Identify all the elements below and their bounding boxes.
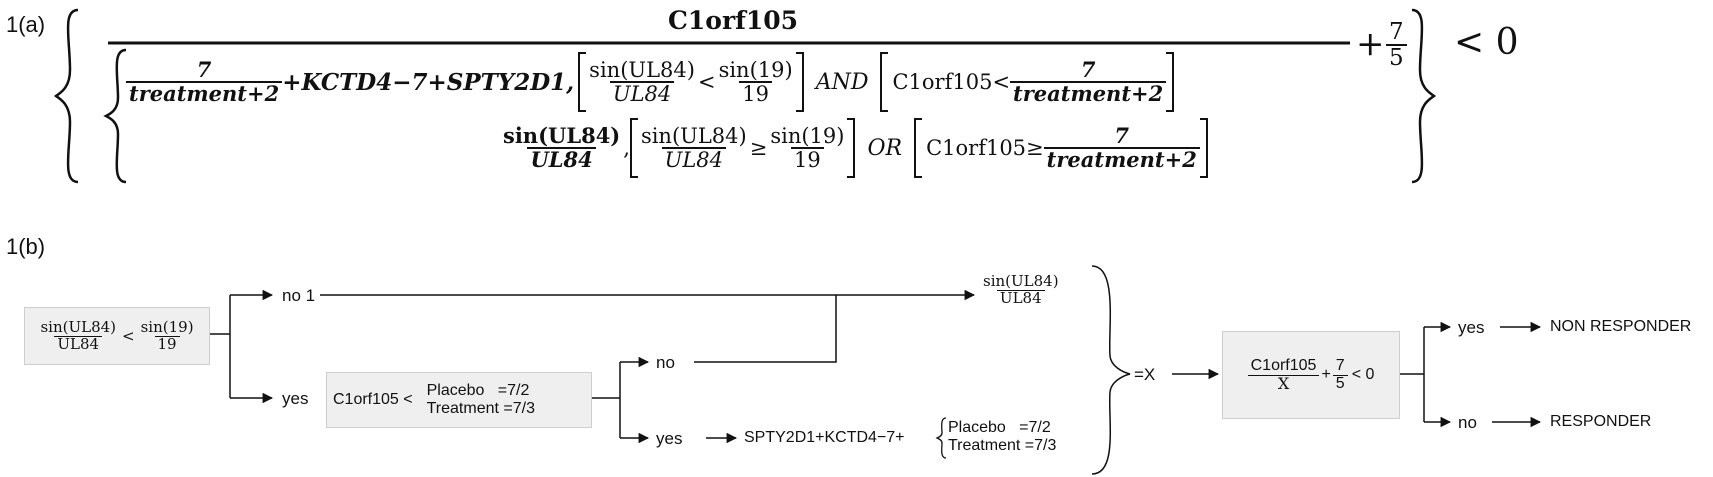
case1-frac-den: treatment+2: [126, 81, 283, 105]
case1-cond-right: sin(19) 19: [716, 59, 796, 105]
result-right-brace: [1091, 265, 1131, 475]
start-left-num: sin(UL84): [40, 317, 117, 336]
case2-val-num: sin(UL84): [503, 122, 621, 148]
final-ineq: < 0: [1351, 366, 1375, 383]
case2-bracket-close: [847, 118, 856, 178]
case1-cond-left-den: UL84: [609, 81, 675, 105]
c1orf-box-placebo: Placebo =7/2: [426, 382, 530, 400]
case-row-1: 7 treatment+2 +KCTD4−7+SPTY2D1, sin(UL84…: [126, 52, 1175, 112]
case2-comma: ,: [623, 136, 630, 160]
case2-cond-op: ≥: [749, 136, 768, 160]
case2-cond-left-den: UL84: [661, 147, 727, 171]
sum-expression: SPTY2D1+KCTD4−7+: [744, 429, 905, 446]
panel-b-label: 1(b): [6, 234, 46, 259]
start-left-fraction: sin(UL84) UL84: [37, 317, 119, 353]
case2-bracket2-open: [914, 118, 923, 178]
case2-cond-right: sin(19) 19: [767, 125, 847, 171]
fraction-7-5-den: 5: [1386, 44, 1407, 70]
label-yes-final: yes: [1458, 318, 1485, 337]
case1-c1orf-var: C1orf105<: [892, 70, 1011, 94]
case1-cond-left-num: sin(UL84): [589, 57, 695, 82]
final-num: C1orf105: [1250, 356, 1317, 374]
label-yes-2: yes: [656, 429, 683, 448]
c1orf105-condition-box: C1orf105 < Placebo =7/2 Treatment =7/3: [326, 372, 592, 428]
case2-c1orf-var: C1orf105≥: [926, 136, 1044, 160]
case1-frac-num: 7: [196, 56, 212, 82]
label-yes-1: yes: [282, 389, 309, 408]
result-fraction: sin(UL84) UL84: [980, 272, 1062, 307]
c1orf-box-var: C1orf105 <: [333, 391, 413, 408]
start-right-num: sin(19): [140, 317, 194, 336]
final-condition-box: C1orf105 X + 7 5 < 0: [1222, 331, 1400, 419]
label-no-final: no: [1458, 413, 1477, 432]
result-frac-num: sin(UL84): [983, 272, 1059, 290]
outer-left-brace: [53, 8, 79, 184]
case2-c1orf-fraction: 7 treatment+2: [1043, 122, 1200, 171]
case2-cond-left: sin(UL84) UL84: [638, 125, 750, 171]
sum-brace: [935, 417, 947, 459]
case1-cond-op: <: [697, 70, 716, 94]
final-den: X: [1247, 374, 1320, 393]
outer-right-brace: [1411, 8, 1437, 184]
case-row-2: sin(UL84) UL84 , sin(UL84) UL84 ≥ sin(19…: [500, 118, 1208, 178]
case1-bracket2-close: [1166, 52, 1175, 112]
final-f-num: 7: [1335, 356, 1345, 374]
label-no-2: no: [656, 353, 675, 372]
case1-bracket-close: [795, 52, 804, 112]
cases-left-brace: [103, 48, 127, 184]
sum-cases: Placebo =7/2 Treatment =7/3: [948, 419, 1056, 454]
case1-cond-right-num: sin(19): [718, 57, 793, 82]
case1-cond-left: sin(UL84) UL84: [586, 59, 698, 105]
final-7-5-fraction: 7 5: [1332, 356, 1348, 393]
case2-cond-right-num: sin(19): [770, 123, 845, 148]
case2-cond-left-num: sin(UL84): [640, 123, 747, 148]
case1-bracket2-open: [880, 52, 889, 112]
case2-bracket2-close: [1199, 118, 1208, 178]
case2-value-fraction: sin(UL84) UL84: [500, 122, 623, 171]
sum-treatment: Treatment =7/3: [948, 436, 1057, 454]
panel-a-label: 1(a): [6, 12, 46, 37]
case1-cond-right-den: 19: [739, 81, 772, 105]
case2-cond-right-den: 19: [791, 147, 824, 171]
fraction-7-5: 7 5: [1386, 20, 1407, 70]
c1orf-box-treatment: Treatment =7/3: [426, 400, 535, 417]
label-no-1: no 1: [282, 286, 316, 305]
case2-val-den: UL84: [527, 147, 596, 171]
case2-c1orf-num: 7: [1114, 122, 1130, 148]
start-left-den: UL84: [54, 335, 103, 353]
final-plus: +: [1321, 366, 1331, 383]
fraction-7-5-num: 7: [1389, 19, 1404, 45]
case1-logic-and: AND: [815, 69, 869, 95]
case1-fraction: 7 treatment+2: [126, 56, 283, 105]
case1-c1orf-den: treatment+2: [1010, 81, 1167, 105]
main-numerator: C1orf105: [668, 6, 799, 35]
plus-sign: +: [1356, 24, 1385, 64]
start-right-den: 19: [154, 335, 180, 353]
start-condition-box: sin(UL84) UL84 < sin(19) 19: [24, 307, 210, 365]
final-main-fraction: C1orf105 X: [1247, 356, 1320, 393]
label-responder: RESPONDER: [1550, 413, 1652, 430]
case2-logic-or: OR: [867, 135, 903, 161]
no2-merge-line: [694, 295, 837, 363]
case1-middle-terms: +KCTD4−7+SPTY2D1,: [282, 68, 575, 96]
c1orf-box-cases: Placebo =7/2 Treatment =7/3: [427, 382, 535, 417]
sum-placebo: Placebo =7/2: [948, 419, 1051, 436]
case1-bracket-open: [578, 52, 587, 112]
final-f-den: 5: [1332, 374, 1348, 393]
inequality-lt-zero: < 0: [1454, 22, 1519, 63]
label-non-responder: NON RESPONDER: [1550, 318, 1692, 335]
start-op: <: [122, 327, 135, 345]
result-frac-den: UL84: [996, 289, 1045, 307]
case2-c1orf-den: treatment+2: [1043, 147, 1200, 171]
start-right-fraction: sin(19) 19: [138, 317, 197, 353]
case1-c1orf-fraction: 7 treatment+2: [1010, 56, 1167, 105]
case2-bracket-open: [629, 118, 638, 178]
case1-c1orf-num: 7: [1080, 56, 1096, 82]
label-equals-x: =X: [1134, 365, 1156, 384]
